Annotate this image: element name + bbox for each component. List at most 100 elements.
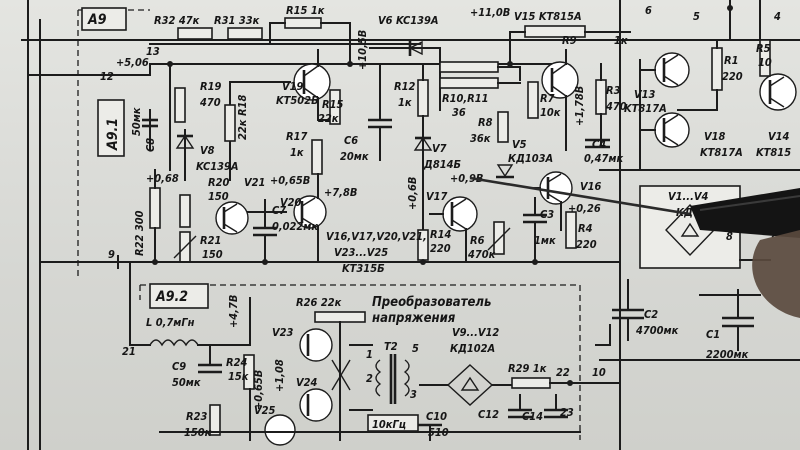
v25-label: V25	[254, 404, 276, 417]
v6-row	[369, 40, 521, 111]
v16-label: V16	[580, 180, 602, 193]
r21-label: R21	[200, 234, 221, 247]
r5-label: R5	[756, 42, 771, 55]
c7-label: C7	[272, 204, 286, 217]
transistor-v25	[264, 414, 296, 446]
transistor-v19	[142, 49, 341, 181]
v7-type: Д814Б	[423, 158, 461, 171]
ground-bus	[39, 255, 621, 269]
r32-label: R32 47к	[154, 14, 200, 27]
v9v12-label: V9...V12	[452, 326, 499, 339]
c4-value: 0,47мк	[584, 152, 624, 165]
list-line-3: KT315Б	[342, 262, 385, 275]
r15b-label: R15	[322, 98, 344, 111]
v7-label: V7	[432, 142, 447, 155]
top-rail	[149, 0, 761, 67]
r3-label: R3	[606, 84, 621, 97]
r19-resistor	[174, 87, 186, 123]
v18-type: KT817A	[700, 146, 743, 159]
node-4: 4	[774, 10, 781, 23]
v21-label: V21	[244, 176, 265, 189]
r4-resistor	[565, 211, 577, 249]
list-line-1: V16,V17,V20,V21,	[326, 230, 427, 243]
l1-label: L 0,7мГн	[146, 316, 195, 329]
node-1: 1	[366, 348, 373, 361]
probe-tool	[469, 176, 800, 318]
r17-label: R17	[286, 130, 308, 143]
r32-resistor	[177, 27, 213, 40]
r23-resistor	[209, 404, 221, 436]
v14-label: V14	[768, 130, 790, 143]
transistor-v15	[541, 49, 579, 151]
c14-label: C14	[522, 410, 543, 423]
c6-value: 20мк	[340, 150, 369, 163]
volt-026: +0,26	[568, 202, 601, 215]
hand	[752, 230, 800, 318]
volt-78: +7,8В	[324, 186, 357, 199]
zener-v7-r12	[413, 63, 433, 261]
r6-value: 470к	[468, 248, 496, 261]
v6-label: V6 KC139A	[378, 14, 439, 27]
r8-label: R8	[478, 116, 493, 129]
volt-068: +0,68	[146, 172, 179, 185]
r14-label: R14	[430, 228, 452, 241]
volt-108: +1,08	[273, 359, 286, 392]
r15-top-resistor	[284, 17, 322, 29]
r4-label: R4	[578, 222, 593, 235]
v5-type: КД103А	[508, 152, 553, 165]
a91-label: A9.1	[105, 118, 121, 151]
v13-label: V13	[634, 88, 656, 101]
r26-resistor	[314, 311, 366, 323]
diode-v5	[496, 164, 514, 178]
c3-value: 1мк	[534, 234, 556, 247]
r9-value: 1к	[614, 34, 628, 47]
power-transistors	[639, 39, 797, 171]
zener-v8	[175, 129, 195, 181]
r4-value: 220	[576, 238, 597, 251]
v17-label: V17	[426, 190, 448, 203]
v15-label: V15 KT815A	[514, 10, 582, 23]
node-13: 13	[146, 45, 160, 58]
node-5: 5	[693, 10, 700, 23]
v18-label: V18	[704, 130, 726, 143]
r1-label: R1	[724, 54, 739, 67]
r15b-value: 22к	[318, 112, 339, 125]
node-22: 22	[556, 366, 570, 379]
r17-value: 1к	[290, 146, 304, 159]
r5-value: 10	[758, 56, 772, 69]
v8-type: KC139A	[196, 160, 239, 173]
r24-value: 15к	[228, 370, 249, 383]
bridge-v9-v12	[446, 364, 494, 406]
r1-value: 220	[722, 70, 743, 83]
r26-label: R26 22к	[296, 296, 342, 309]
r19-label: R19	[200, 80, 222, 93]
r15b-resistor	[329, 89, 341, 125]
transistor-v23	[299, 328, 333, 362]
r31-label: R31 33к	[214, 14, 260, 27]
c1-label: C1	[706, 328, 720, 341]
r15-label: R15 1к	[286, 4, 325, 17]
node-6: 6	[645, 4, 652, 17]
c10-label: C10	[426, 410, 447, 423]
c9-label: C9	[172, 360, 186, 373]
v5-label: V5	[512, 138, 527, 151]
r3-value: 470	[606, 100, 627, 113]
r14-value: 220	[430, 242, 451, 255]
a92-label: A9.2	[155, 289, 188, 305]
r12-value: 1к	[398, 96, 412, 109]
converter-title-2: напряжения	[372, 311, 456, 326]
c9-value: 50мк	[172, 376, 201, 389]
volt-0658: +0,65В	[270, 174, 310, 187]
r7-value: 10к	[540, 106, 561, 119]
r7-label: R7	[540, 92, 555, 105]
r23-label: R23	[186, 410, 208, 423]
node-23: 23	[560, 406, 574, 419]
r6-label: R6	[470, 234, 485, 247]
r29-resistor	[511, 377, 551, 389]
volt-06: +0,6В	[406, 177, 419, 210]
r12-label: R12	[394, 80, 416, 93]
r20-value: 150	[208, 190, 229, 203]
node-8: 8	[726, 230, 733, 243]
